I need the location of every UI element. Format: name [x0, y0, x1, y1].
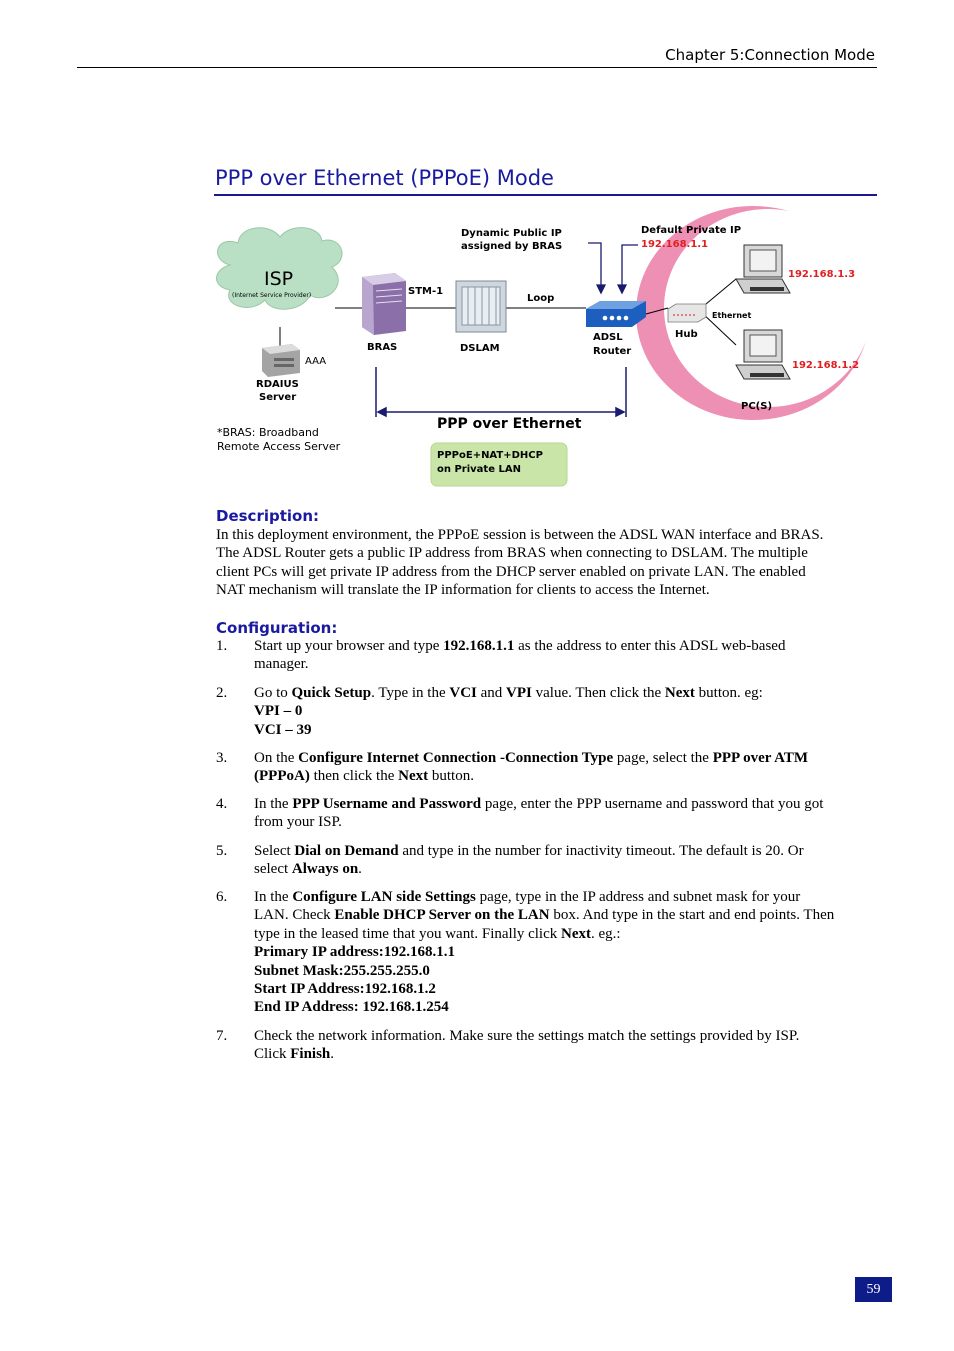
ppp-over-ethernet-label: PPP over Ethernet: [437, 416, 582, 432]
dslam-icon: [455, 280, 507, 333]
isp-cloud-icon: [216, 227, 343, 310]
step-number: 4.: [216, 796, 228, 812]
pppoe-nat-dhcp-box: [430, 442, 568, 487]
radius-server-icon: [262, 344, 300, 377]
title-rule: [214, 194, 877, 196]
description-line: The ADSL Router gets a public IP address…: [216, 545, 808, 562]
isp-sub-label: (Internet Service Provider): [232, 292, 311, 299]
adsl-label-line1: ADSL: [593, 332, 623, 343]
step-number: 5.: [216, 843, 228, 859]
step-number: 7.: [216, 1028, 228, 1044]
step-number: 1.: [216, 638, 228, 654]
loop-label: Loop: [527, 293, 554, 304]
box-label-line1: PPPoE+NAT+DHCP: [437, 450, 543, 461]
bras-note-line1: *BRAS: Broadband: [217, 426, 319, 439]
ppp-span-bracket: [375, 367, 627, 418]
description-line: client PCs will get private IP address f…: [216, 563, 806, 580]
ethernet-label: Ethernet: [712, 311, 751, 320]
bras-server-icon: [362, 273, 406, 335]
page-number: 59: [855, 1277, 892, 1302]
adsl-label-line2: Router: [593, 346, 631, 357]
config-step-6: 6. In the Configure LAN side Settings pa…: [216, 889, 835, 1016]
dslam-label: DSLAM: [460, 343, 500, 354]
adsl-router-icon: [586, 301, 646, 327]
config-step-2: 2. Go to Quick Setup. Type in the VCI an…: [216, 685, 763, 738]
box-label-line2: on Private LAN: [437, 464, 521, 475]
stm-label: STM-1: [408, 286, 443, 297]
config-step-3: 3. On the Configure Internet Connection …: [216, 750, 808, 785]
private-lan-crescent-shape: [636, 206, 872, 420]
header-rule: [77, 67, 877, 68]
config-step-7: 7. Check the network information. Make s…: [216, 1028, 800, 1063]
aaa-label: AAA: [305, 356, 326, 367]
step-number: 3.: [216, 750, 228, 766]
hub-icon: [667, 303, 707, 323]
config-step-5: 5. Select Dial on Demand and type in the…: [216, 843, 804, 878]
default-ip-arrow: [616, 244, 638, 295]
dynamic-ip-label-line2: assigned by BRAS: [461, 241, 562, 252]
radius-label-line1: RDAIUS: [256, 379, 299, 390]
default-ip-value: 192.168.1.1: [641, 239, 708, 250]
step-number: 6.: [216, 889, 228, 905]
dynamic-ip-label-line1: Dynamic Public IP: [461, 228, 562, 239]
pcs-label: PC(S): [741, 401, 772, 412]
section-title: PPP over Ethernet (PPPoE) Mode: [215, 166, 554, 190]
pc-1-icon: [735, 244, 791, 294]
default-ip-label: Default Private IP: [641, 225, 741, 236]
step-number: 2.: [216, 685, 228, 701]
isp-label: ISP: [264, 268, 293, 290]
description-line: NAT mechanism will translate the IP info…: [216, 582, 710, 599]
description-heading: Description:: [216, 507, 320, 525]
pc-1-ip: 192.168.1.3: [788, 269, 855, 280]
network-diagram: ISP (Internet Service Provider) BRAS STM…: [216, 206, 872, 487]
bras-note-line2: Remote Access Server: [217, 440, 341, 453]
chapter-header: Chapter 5:Connection Mode: [665, 46, 875, 64]
hub-label: Hub: [675, 329, 698, 340]
config-step-1: 1. Start up your browser and type 192.16…: [216, 638, 786, 673]
pc-2-icon: [735, 329, 791, 380]
description-paragraph: In this deployment environment, the PPPo…: [216, 526, 866, 600]
bras-label: BRAS: [367, 342, 397, 353]
description-line: In this deployment environment, the PPPo…: [216, 527, 824, 543]
config-step-4: 4. In the PPP Username and Password page…: [216, 796, 824, 831]
pc-2-ip: 192.168.1.2: [792, 360, 859, 371]
configuration-heading: Configuration:: [216, 619, 338, 637]
radius-label-line2: Server: [259, 392, 296, 403]
dynamic-ip-arrow: [588, 242, 607, 295]
